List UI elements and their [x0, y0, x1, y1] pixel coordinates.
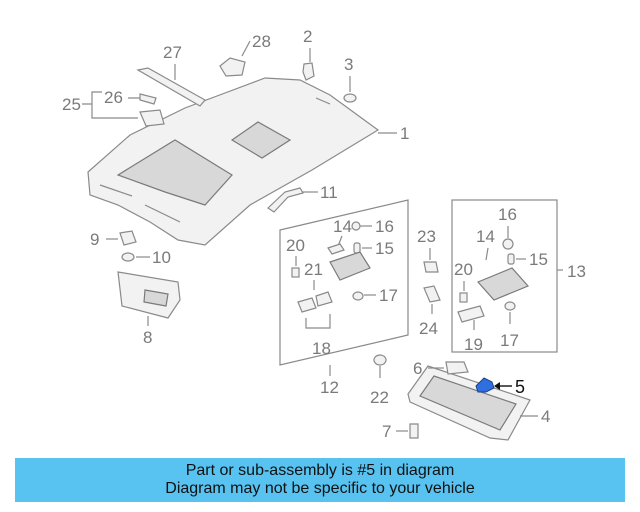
part-28-block	[219, 57, 246, 77]
headliner-part	[87, 77, 380, 246]
part-16a-bulb	[351, 221, 361, 231]
callout-23: 23	[417, 227, 436, 246]
callout-16b: 16	[498, 205, 517, 224]
callout-20b: 20	[454, 260, 473, 279]
callout-16a: 16	[375, 217, 394, 236]
info-banner: Part or sub-assembly is #5 in diagram Di…	[15, 458, 625, 502]
callout-8: 8	[143, 328, 152, 347]
leader-25-26	[82, 91, 140, 119]
callout-17b: 17	[500, 331, 519, 350]
part-11-grab-handle	[267, 187, 304, 213]
front-dome-lamp	[329, 251, 371, 281]
part-17b-bulb	[504, 301, 516, 311]
callout-11: 11	[320, 183, 338, 202]
callout-13: 13	[567, 262, 586, 281]
parts-diagram: 1 2 3 27 28 25 26 11 9 10 8 12 14 16 15 …	[62, 27, 586, 441]
callout-12: 12	[320, 378, 339, 397]
callout-6: 6	[413, 359, 422, 378]
callout-26: 26	[104, 88, 123, 107]
part-20b-screw	[459, 292, 468, 303]
arrow-5-icon	[494, 382, 500, 390]
callout-17a: 17	[379, 286, 398, 305]
callout-28: 28	[252, 32, 271, 51]
part-19-bracket	[457, 305, 485, 323]
callout-3: 3	[344, 55, 353, 74]
group-box-13	[451, 199, 558, 353]
callout-10: 10	[152, 248, 171, 267]
part-10-clip	[121, 252, 135, 262]
leader-14b	[485, 247, 489, 261]
part-25-bracket	[139, 109, 165, 127]
part-27-rail	[136, 67, 206, 107]
sunroof-opening	[419, 375, 517, 431]
part-6-clip	[445, 361, 469, 375]
part-24-clip	[423, 285, 441, 303]
part-15b-bulb	[507, 253, 515, 265]
part-5-highlighted	[475, 377, 495, 393]
callout-5: 5	[515, 377, 525, 397]
callout-14b: 14	[476, 227, 495, 246]
part-9-holder	[119, 230, 137, 246]
callout-9: 9	[90, 230, 99, 249]
part-23-connector	[423, 261, 439, 273]
leader-28	[241, 40, 251, 57]
visor-mirror	[143, 289, 169, 307]
group-box-12	[279, 199, 409, 366]
callout-22: 22	[370, 388, 389, 407]
callout-25: 25	[62, 95, 81, 114]
part-26-clip	[139, 93, 157, 105]
callout-14a: 14	[333, 217, 352, 236]
callout-1: 1	[400, 124, 409, 143]
callout-19: 19	[464, 335, 483, 354]
callout-2: 2	[303, 27, 312, 46]
callout-24: 24	[419, 319, 438, 338]
part-3-screw	[343, 93, 357, 103]
rear-dome-lamp	[476, 267, 530, 301]
part-21-switch-b	[315, 291, 333, 307]
part-2-clip	[302, 62, 315, 81]
part-22-clip	[373, 354, 387, 366]
banner-line-1: Part or sub-assembly is #5 in diagram	[185, 462, 455, 479]
callout-4: 4	[541, 407, 550, 426]
callout-15b: 15	[529, 250, 548, 269]
part-20a-screw	[291, 267, 300, 278]
leader-18	[305, 314, 331, 329]
part-16b-bulb	[502, 238, 514, 250]
part-15a-bulb	[353, 242, 361, 254]
part-14a-lens	[327, 243, 345, 255]
callout-18: 18	[312, 339, 331, 358]
part-7-bolt	[409, 423, 419, 439]
callout-21: 21	[304, 260, 323, 279]
callout-20a: 20	[286, 236, 305, 255]
part-21-switch-a	[297, 297, 317, 313]
part-17a-bulb	[352, 291, 364, 301]
callout-27: 27	[163, 43, 182, 62]
callout-7: 7	[382, 422, 391, 441]
callout-15a: 15	[375, 239, 394, 258]
banner-line-2: Diagram may not be specific to your vehi…	[165, 480, 475, 497]
